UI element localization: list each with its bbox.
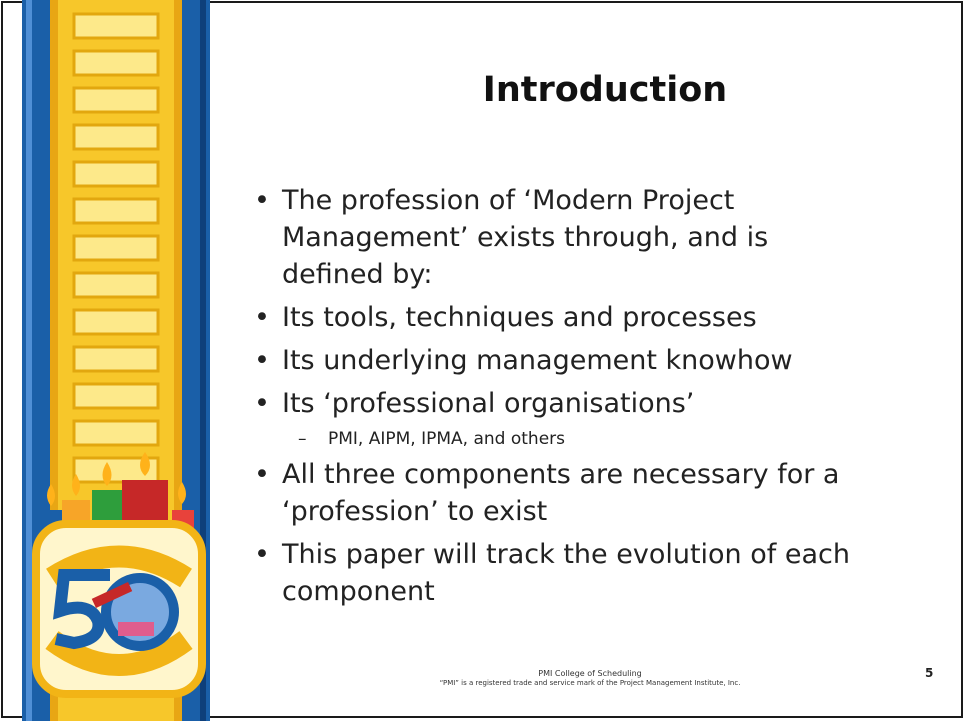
- ladder-rung: [72, 197, 160, 225]
- bullet-item: • The profession of ‘Modern Project Mana…: [250, 182, 950, 293]
- bullet-dot: •: [254, 459, 270, 490]
- ladder-rung: [72, 345, 160, 373]
- bullet-dot: •: [254, 388, 270, 419]
- bullet-line: This paper will track the evolution of e…: [282, 539, 850, 570]
- bullet-item: • Its underlying management knowhow: [250, 342, 950, 379]
- footer-org: PMI College of Scheduling: [538, 669, 642, 678]
- footer-trademark: “PMI” is a registered trade and service …: [439, 679, 741, 687]
- ladder-rung: [72, 12, 160, 40]
- ladder-rung: [72, 419, 160, 447]
- bullet-line: The profession of ‘Modern Project: [282, 185, 735, 216]
- bullet-item: • This paper will track the evolution of…: [250, 536, 950, 610]
- bullet-line: Its tools, techniques and processes: [282, 302, 757, 333]
- bullet-dot: •: [254, 185, 270, 216]
- ladder-rung: [72, 86, 160, 114]
- bullet-line: component: [282, 576, 435, 607]
- bullet-line: defined by:: [282, 259, 433, 290]
- bullet-line: Its underlying management knowhow: [282, 345, 793, 376]
- ladder-rung: [72, 382, 160, 410]
- bullet-line: Its ‘professional organisations’: [282, 388, 695, 419]
- ladder-rung: [72, 234, 160, 262]
- bullet-line: All three components are necessary for a: [282, 459, 840, 490]
- bullet-dot: •: [254, 539, 270, 570]
- slide-footer: PMI College of Scheduling “PMI” is a reg…: [300, 669, 880, 688]
- bullet-line: ‘profession’ to exist: [282, 496, 548, 527]
- page-number: 5: [925, 666, 934, 680]
- ladder-rung: [72, 49, 160, 77]
- sub-bullet-dash: –: [298, 429, 307, 449]
- sub-bullet-item: – PMI, AIPM, IPMA, and others: [250, 426, 950, 452]
- ladder-rung: [72, 308, 160, 336]
- bullet-list: • The profession of ‘Modern Project Mana…: [250, 182, 950, 616]
- bullet-item: • Its ‘professional organisations’: [250, 385, 950, 422]
- bullet-dot: •: [254, 345, 270, 376]
- bullet-dot: •: [254, 302, 270, 333]
- slide-title: Introduction: [482, 70, 728, 110]
- sub-bullet-text: PMI, AIPM, IPMA, and others: [328, 429, 566, 449]
- ladder-rungs: [72, 12, 160, 484]
- bullet-line: Management’ exists through, and is: [282, 222, 769, 253]
- ladder-rung: [72, 271, 160, 299]
- cpm-50-logo: [32, 520, 206, 698]
- bullet-item: • All three components are necessary for…: [250, 456, 950, 530]
- ladder-rung: [72, 123, 160, 151]
- sidebar-illustration: [22, 0, 210, 721]
- bullet-item: • Its tools, techniques and processes: [250, 299, 950, 336]
- ladder-rung: [72, 160, 160, 188]
